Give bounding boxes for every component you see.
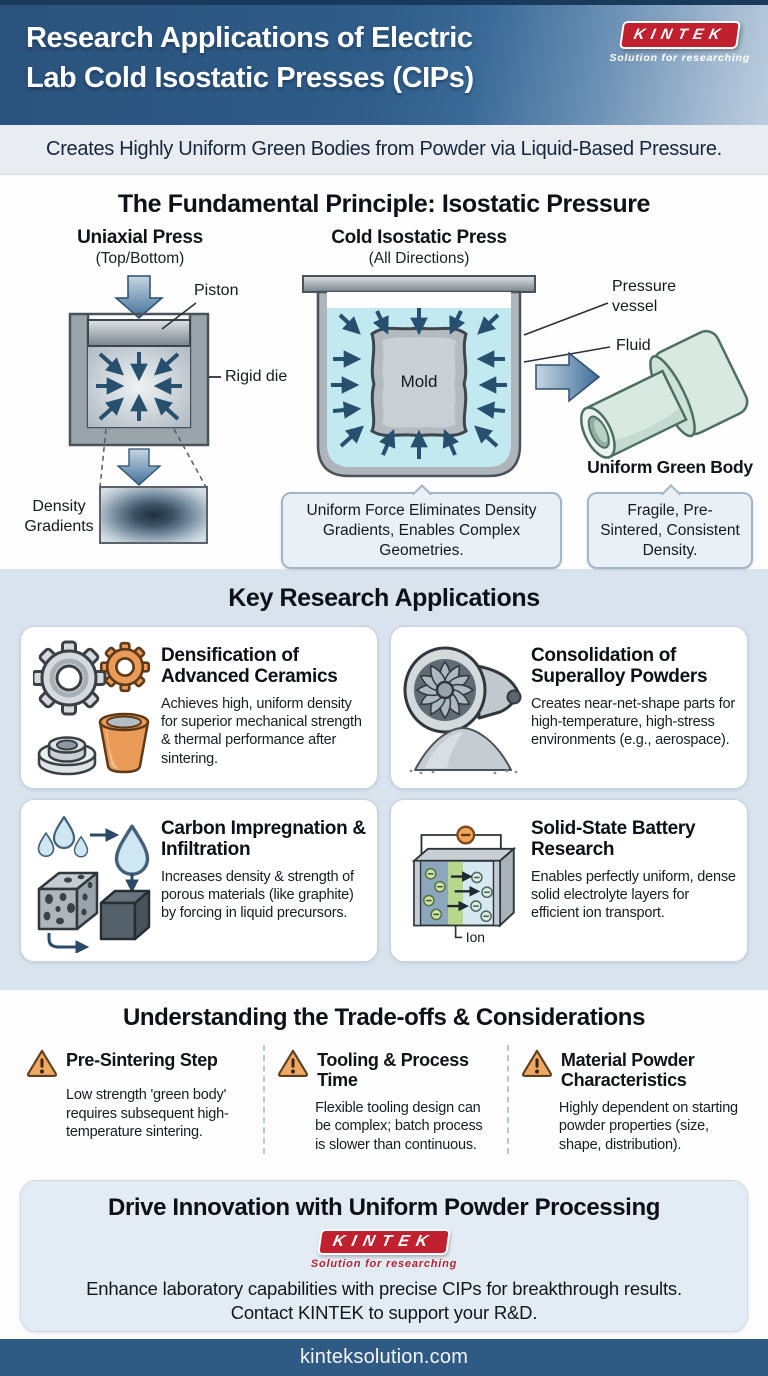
green-body-callout: Fragile, Pre-Sintered, Consistent Densit…	[587, 492, 753, 570]
cip-subtitle: (All Directions)	[368, 250, 470, 267]
applications-section: Key Research Applications	[0, 569, 768, 990]
warning-icon	[521, 1049, 552, 1077]
card-body: Enables perfectly uniform, dense solid e…	[531, 868, 736, 922]
density-gradient-sample	[99, 486, 208, 544]
tradeoff-powder: Material Powder Characteristics Highly d…	[506, 1045, 746, 1155]
tradeoff-body: Low strength 'green body' requires subse…	[66, 1087, 229, 1141]
battery-ion-icon: Ion	[403, 813, 523, 951]
cip-callout: Uniform Force Eliminates Density Gradien…	[281, 492, 562, 570]
card-title: Densification of Advanced Ceramics	[161, 645, 338, 688]
green-body-illustration	[580, 329, 749, 459]
cta-panel: Drive Innovation with Uniform Powder Pro…	[20, 1180, 748, 1332]
cip-pressure-arrows	[331, 308, 507, 459]
ion-label: Ion	[466, 929, 485, 945]
tradeoff-title: Material Powder Characteristics	[560, 1050, 695, 1090]
principle-section: The Fundamental Principle: Isostatic Pre…	[0, 175, 768, 570]
principle-stage-svg	[68, 275, 749, 544]
down-arrow	[116, 448, 162, 486]
principle-title: The Fundamental Principle: Isostatic Pre…	[117, 190, 651, 218]
result-arrow	[535, 351, 601, 403]
tradeoff-title: Pre-Sintering Step	[66, 1050, 218, 1070]
applications-title: Key Research Applications	[228, 584, 540, 612]
zoom-line-right	[173, 428, 207, 488]
mold-label: Mold	[400, 372, 438, 391]
top-accent-strip	[0, 0, 768, 5]
cip-diagram	[302, 275, 611, 478]
card-body: Creates near-net-shape parts for high-te…	[531, 695, 735, 749]
turbine-powder-icon	[403, 640, 523, 778]
card-title: Carbon Impregnation & Infiltration	[161, 818, 366, 861]
piston-label: Piston	[194, 282, 239, 299]
uniaxial-press-title: Uniaxial Press	[77, 227, 203, 248]
pressure-vessel-label: Pressure vessel	[612, 278, 677, 315]
mold-inner	[382, 337, 456, 428]
cta-body: Enhance laboratory capabilities with pre…	[86, 1278, 682, 1324]
principle-diagrams: Uniaxial Press (Top/Bottom) Cold Isostat…	[0, 219, 768, 570]
warning-icon	[278, 1049, 309, 1077]
footer-bar: kinteksolution.com	[0, 1339, 768, 1376]
card-body: Increases density & strength of porous m…	[161, 868, 354, 922]
cta-kintek-logo-text: KINTEK	[331, 1233, 437, 1250]
kintek-logo-tagline: Solution for researching	[609, 52, 750, 64]
uniaxial-press-subtitle: (Top/Bottom)	[95, 250, 185, 267]
kintek-logo-box: KINTEK	[618, 21, 741, 49]
fluid-pointer-line	[523, 346, 611, 363]
card-title: Solid-State Battery Research	[531, 818, 696, 861]
app-card-ceramics: Densification of Advanced Ceramics Achie…	[20, 626, 378, 789]
subtitle-bar: Creates Highly Uniform Green Bodies from…	[0, 125, 768, 175]
warning-icon	[26, 1049, 58, 1077]
subtitle-text: Creates Highly Uniform Green Bodies from…	[46, 138, 722, 160]
tradeoff-body: Highly dependent on starting powder prop…	[558, 1099, 738, 1153]
kintek-logo: KINTEK Solution for researching	[609, 21, 750, 64]
tradeoff-body: Flexible tooling design can be complex; …	[315, 1099, 483, 1153]
app-card-carbon: Carbon Impregnation & Infiltration Incre…	[20, 799, 378, 962]
app-card-superalloy: Consolidation of Superalloy Powders Crea…	[390, 626, 748, 789]
tradeoffs-section: Understanding the Trade-offs & Considera…	[0, 990, 768, 1165]
tradeoff-tooling: Tooling & Process Time Flexible tooling …	[263, 1045, 507, 1155]
ceramics-gears-crucible-icon	[31, 640, 153, 778]
vessel-lid	[302, 275, 536, 293]
cta-title: Drive Innovation with Uniform Powder Pro…	[108, 1194, 660, 1221]
tradeoff-title: Tooling & Process Time	[317, 1050, 469, 1090]
applications-grid: Densification of Advanced Ceramics Achie…	[20, 626, 748, 962]
app-card-battery: Ion Solid-State Battery Research Enables…	[390, 799, 748, 962]
press-force-arrow	[113, 275, 165, 319]
card-body: Achieves high, uniform density for super…	[161, 695, 362, 767]
uniform-green-body-label: Uniform Green Body	[587, 457, 753, 477]
page-title-line1: Research Applications of Electric	[26, 22, 473, 54]
tradeoffs-title: Understanding the Trade-offs & Considera…	[122, 1004, 646, 1031]
tradeoffs-grid: Pre-Sintering Step Low strength 'green b…	[24, 1045, 746, 1155]
piston-pointer-line	[161, 302, 197, 330]
zoom-line-left	[99, 428, 107, 488]
cta-kintek-logo-box: KINTEK	[317, 1229, 451, 1255]
kintek-logo-text: KINTEK	[632, 26, 728, 43]
density-gradients-label: Density Gradients	[24, 498, 94, 535]
cta-kintek-logo: KINTEK Solution for researching	[21, 1229, 747, 1270]
uniaxial-press-diagram	[68, 275, 221, 544]
pressure-vessel-pointer-line	[523, 302, 609, 336]
piston-shape	[87, 319, 191, 347]
cip-title: Cold Isostatic Press	[331, 227, 507, 248]
droplets-cube-icon	[33, 813, 153, 954]
tradeoff-pre-sintering: Pre-Sintering Step Low strength 'green b…	[24, 1045, 263, 1154]
fluid-label: Fluid	[616, 337, 651, 354]
cta-kintek-logo-tagline: Solution for researching	[310, 1258, 458, 1270]
card-title: Consolidation of Superalloy Powders	[531, 645, 708, 688]
page-title-line2: Lab Cold Isostatic Presses (CIPs)	[26, 62, 474, 94]
rigid-die-label: Rigid die	[225, 368, 288, 385]
die-pressure-arrows	[96, 352, 182, 421]
header: Research Applications of Electric Lab Co…	[0, 5, 768, 125]
footer-url[interactable]: kinteksolution.com	[299, 1346, 469, 1368]
page-title: Research Applications of Electric Lab Co…	[26, 18, 474, 98]
